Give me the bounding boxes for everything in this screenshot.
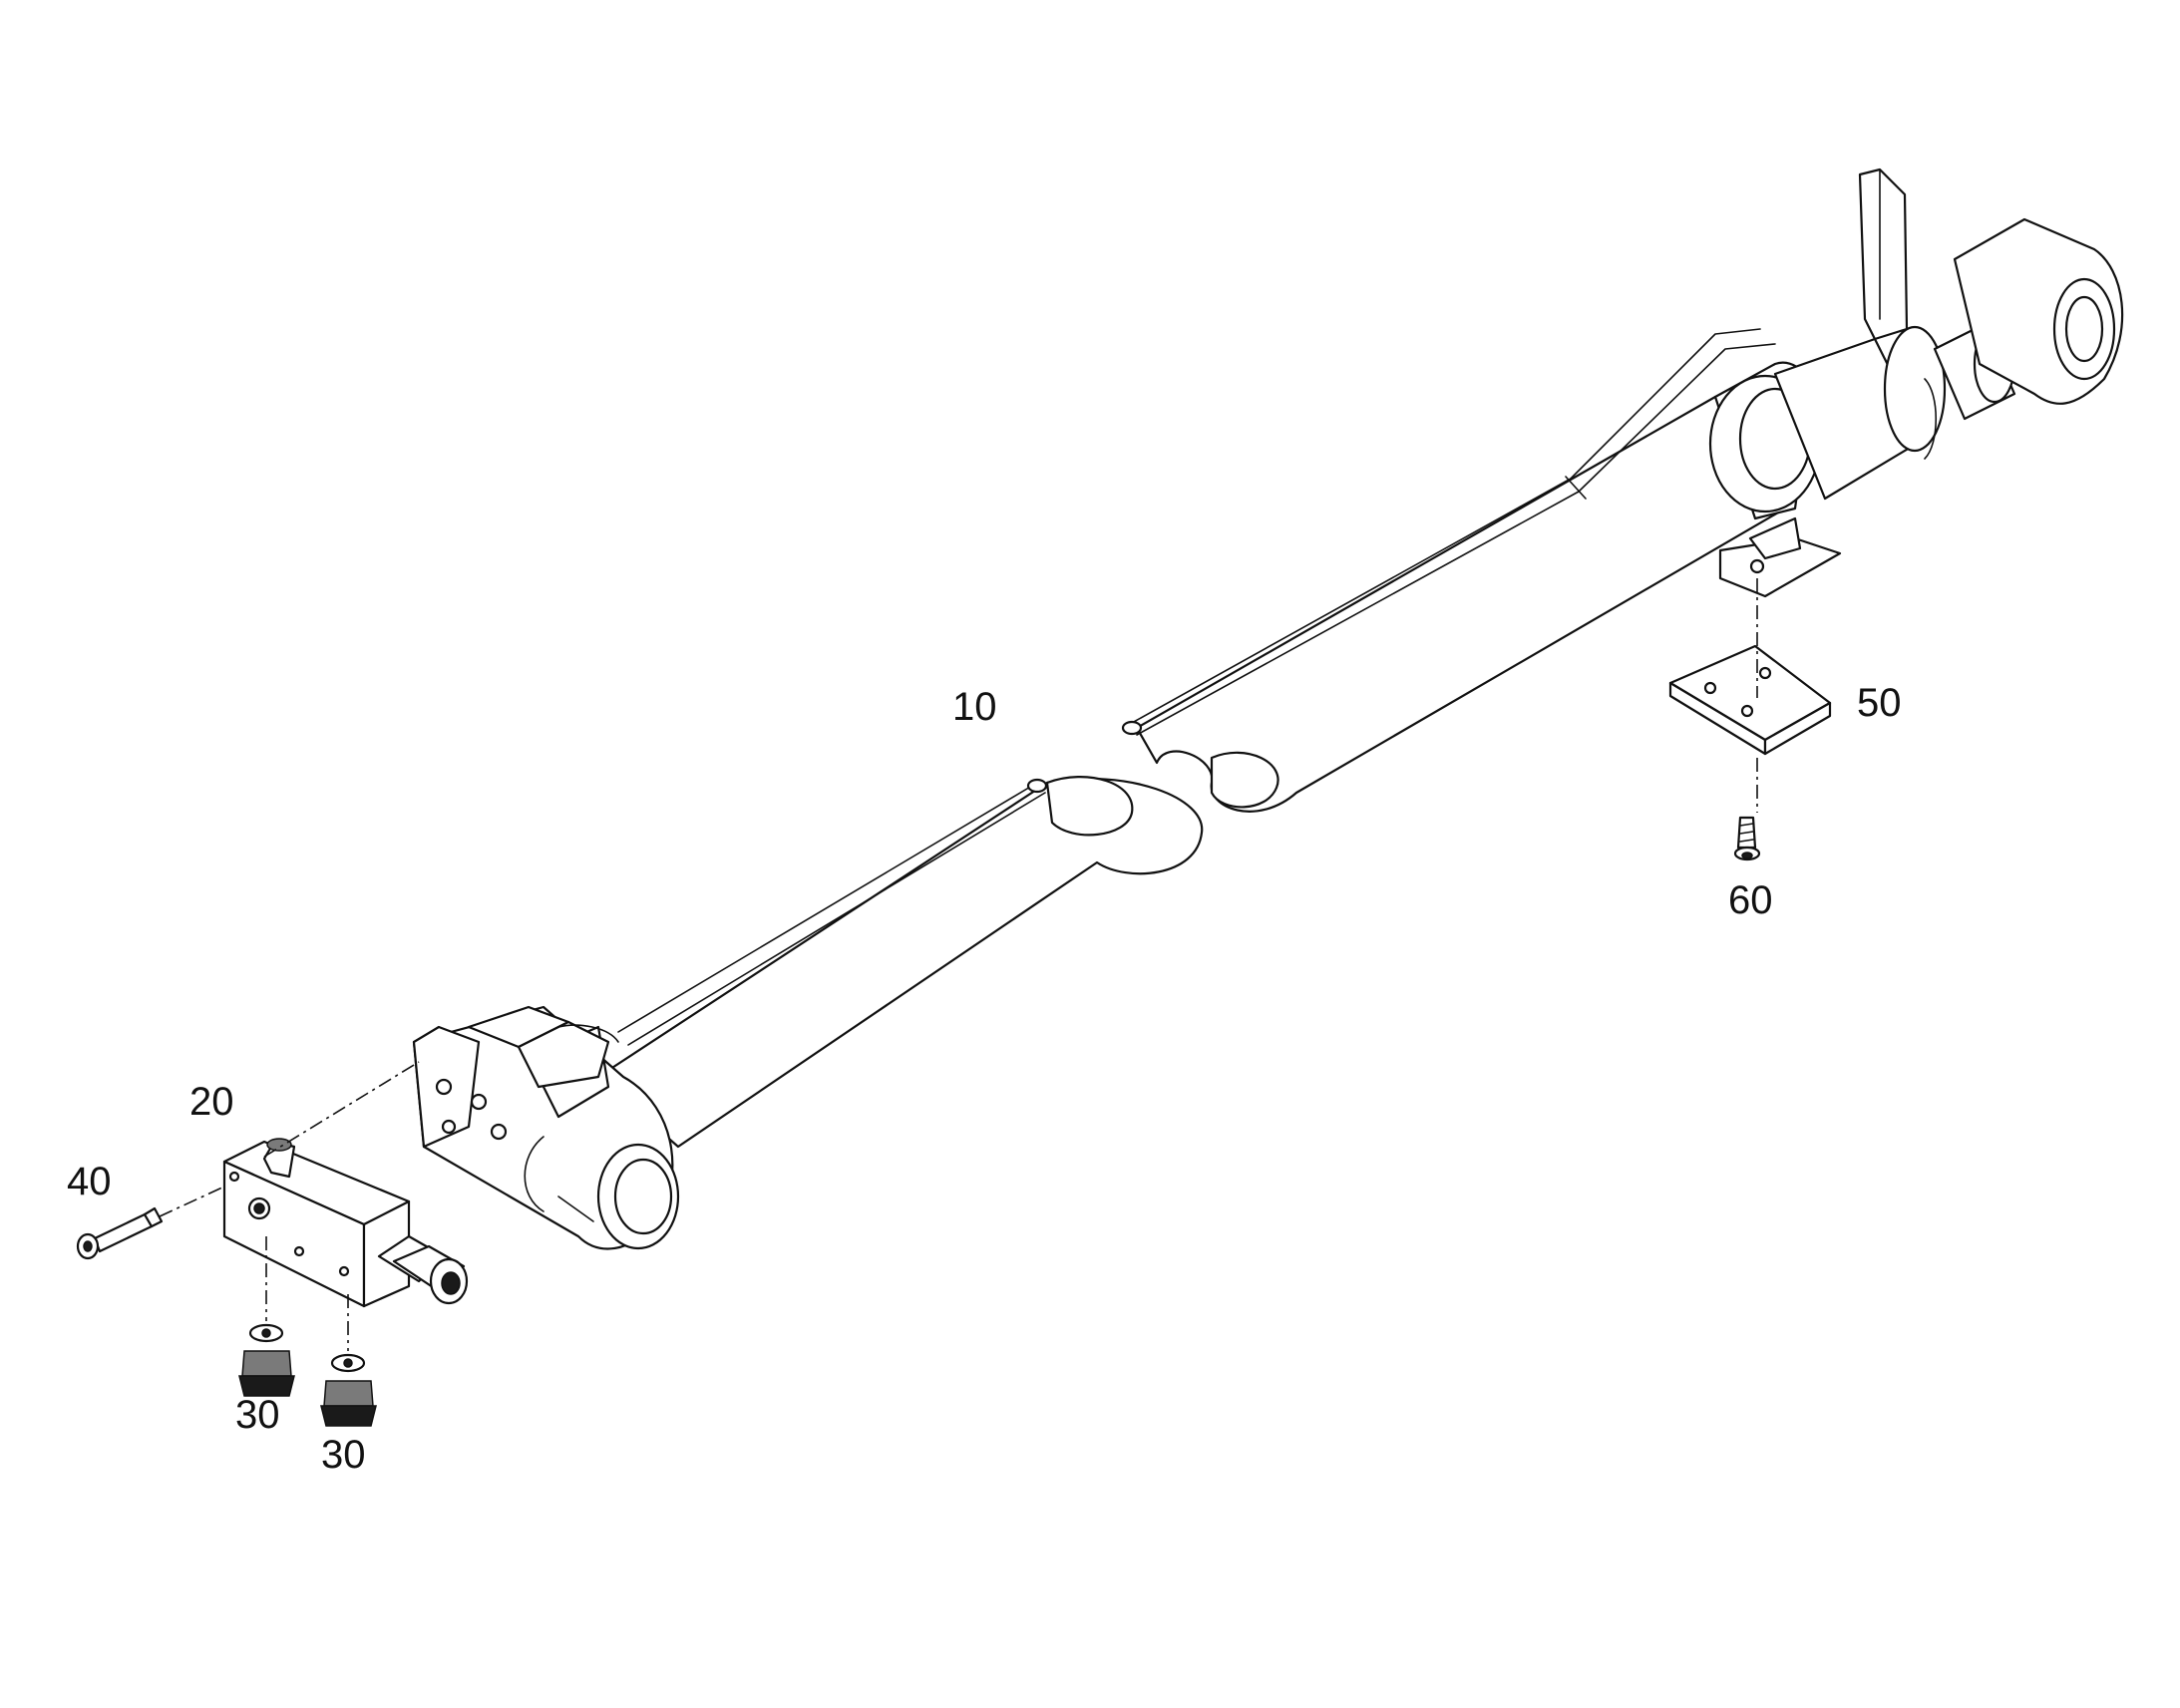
callout-plate: 50 — [1857, 681, 1902, 725]
valve-block — [222, 1138, 469, 1308]
hydraulic-cylinder — [412, 168, 2124, 1250]
callout-valve-block: 20 — [189, 1080, 234, 1124]
callout-screw: 60 — [1728, 878, 1773, 922]
leader-block-to-cylinder — [263, 1061, 420, 1158]
assembly-leader-lines — [159, 578, 1758, 1351]
callout-bolt: 40 — [67, 1160, 112, 1203]
screw — [1733, 816, 1761, 861]
bolt — [76, 1206, 164, 1260]
callout-fitting-a: 30 — [235, 1393, 280, 1437]
callout-cylinder: 10 — [952, 685, 997, 729]
callout-labels: 10 20 40 30 30 50 60 — [67, 681, 1902, 1477]
callout-fitting-b: 30 — [321, 1433, 366, 1477]
fitting-b — [320, 1353, 377, 1427]
fitting-a — [238, 1323, 295, 1397]
leader-bolt-to-block — [159, 1186, 225, 1217]
mounting-plate — [1668, 644, 1832, 756]
